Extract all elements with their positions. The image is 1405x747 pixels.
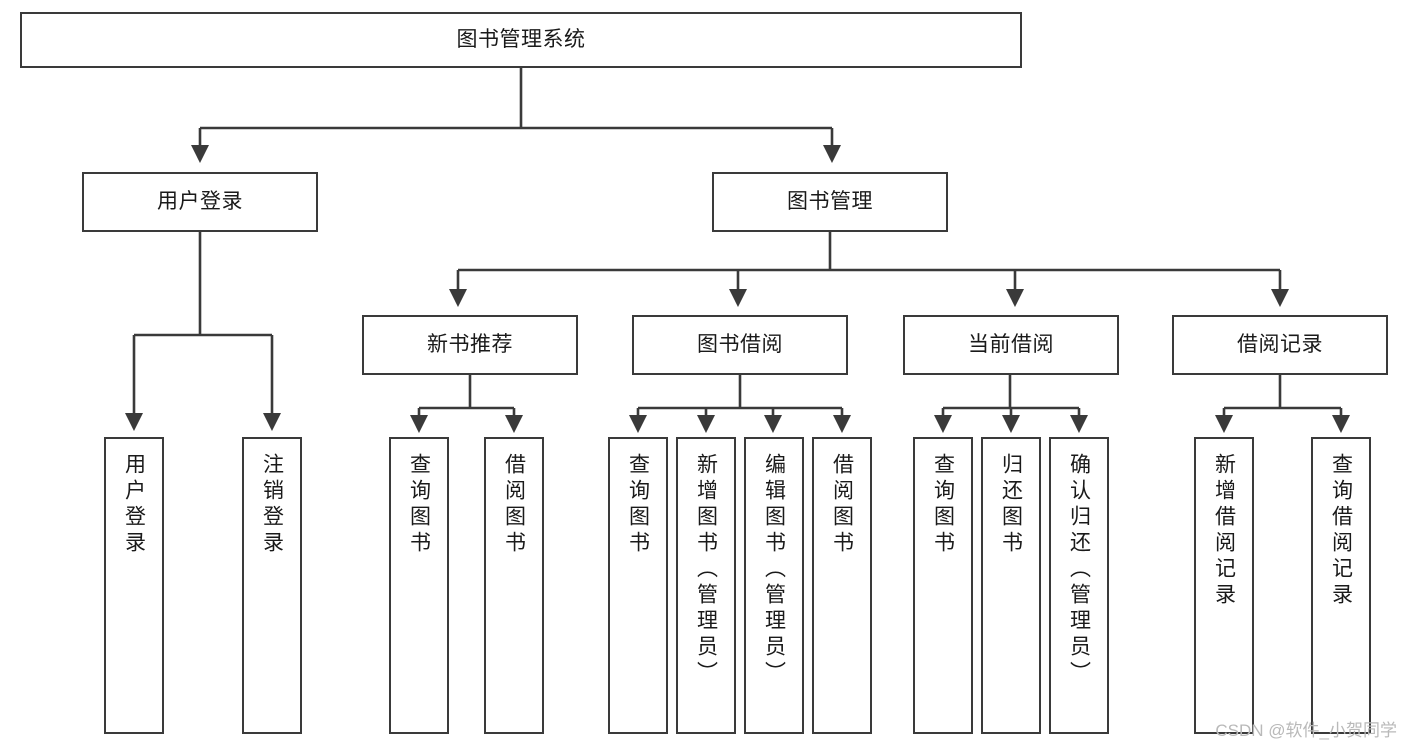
leaf-label: 查询图书 <box>931 453 955 557</box>
leaf-label: 用户登录 <box>122 453 146 557</box>
leaf-label: 查询借阅记录 <box>1329 453 1353 609</box>
node-root-label: 图书管理系统 <box>456 27 586 51</box>
leaf-label: 借阅图书 <box>502 453 526 557</box>
leaf-book-borrow-query[interactable]: 查询图书 <box>608 437 668 734</box>
node-new-book-recommend-label: 新书推荐 <box>427 332 513 356</box>
node-book-management-label: 图书管理 <box>787 189 873 213</box>
leaf-label: 新增图书（管理员） <box>694 453 718 687</box>
node-borrow-record-label: 借阅记录 <box>1237 332 1323 356</box>
leaf-new-book-borrow[interactable]: 借阅图书 <box>484 437 544 734</box>
leaf-label: 查询图书 <box>407 453 431 557</box>
leaf-label: 确认归还（管理员） <box>1067 453 1091 687</box>
leaf-new-book-query[interactable]: 查询图书 <box>389 437 449 734</box>
leaf-label: 归还图书 <box>999 453 1023 557</box>
node-book-management[interactable]: 图书管理 <box>712 172 948 232</box>
leaf-label: 查询图书 <box>626 453 650 557</box>
node-book-borrow[interactable]: 图书借阅 <box>632 315 848 375</box>
leaf-current-borrow-query[interactable]: 查询图书 <box>913 437 973 734</box>
node-user-login-label: 用户登录 <box>157 189 243 213</box>
leaf-current-borrow-confirm[interactable]: 确认归还（管理员） <box>1049 437 1109 734</box>
leaf-user-login-login[interactable]: 用户登录 <box>104 437 164 734</box>
leaf-borrow-record-query[interactable]: 查询借阅记录 <box>1311 437 1371 734</box>
leaf-label: 注销登录 <box>260 453 284 557</box>
leaf-label: 新增借阅记录 <box>1212 453 1236 609</box>
node-user-login[interactable]: 用户登录 <box>82 172 318 232</box>
leaf-current-borrow-return[interactable]: 归还图书 <box>981 437 1041 734</box>
leaf-book-borrow-borrow[interactable]: 借阅图书 <box>812 437 872 734</box>
node-current-borrow[interactable]: 当前借阅 <box>903 315 1119 375</box>
leaf-label: 编辑图书（管理员） <box>762 453 786 687</box>
node-book-borrow-label: 图书借阅 <box>697 332 783 356</box>
node-new-book-recommend[interactable]: 新书推荐 <box>362 315 578 375</box>
node-borrow-record[interactable]: 借阅记录 <box>1172 315 1388 375</box>
leaf-label: 借阅图书 <box>830 453 854 557</box>
leaf-book-borrow-add[interactable]: 新增图书（管理员） <box>676 437 736 734</box>
leaf-borrow-record-add[interactable]: 新增借阅记录 <box>1194 437 1254 734</box>
leaf-book-borrow-edit[interactable]: 编辑图书（管理员） <box>744 437 804 734</box>
node-root[interactable]: 图书管理系统 <box>20 12 1022 68</box>
leaf-user-login-logout[interactable]: 注销登录 <box>242 437 302 734</box>
node-current-borrow-label: 当前借阅 <box>968 332 1054 356</box>
